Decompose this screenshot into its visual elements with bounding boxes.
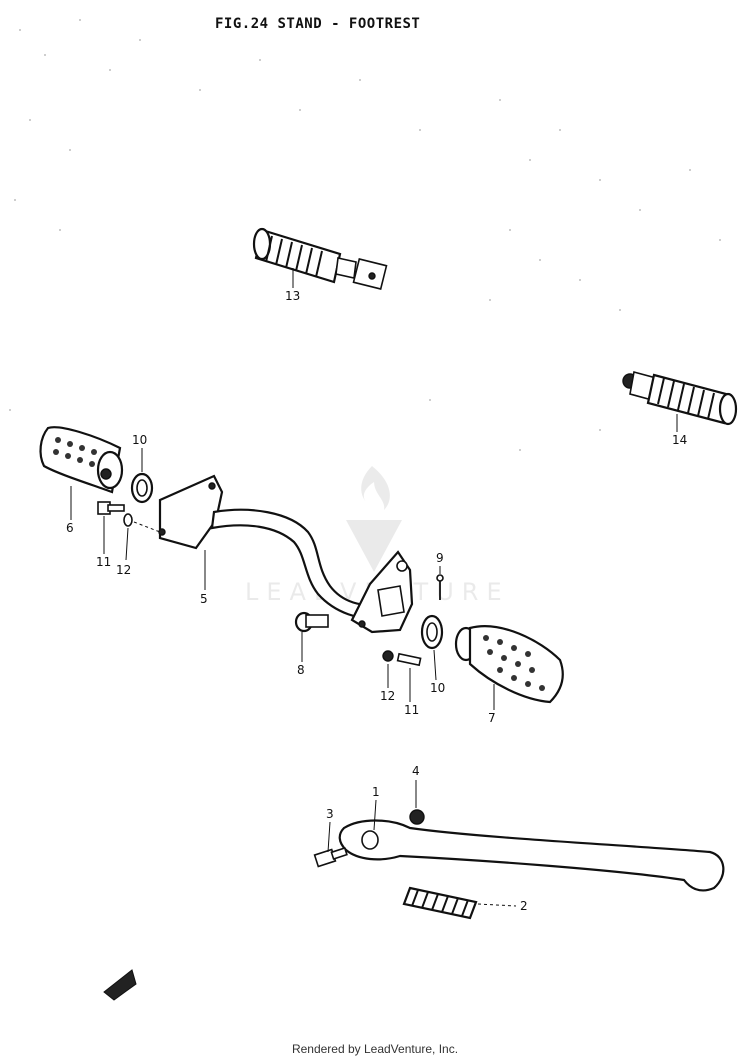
diagram-title: FIG.24 STAND - FOOTREST	[215, 16, 420, 32]
callout-13: 13	[285, 289, 300, 303]
front-footrest-right	[454, 625, 564, 704]
lock-washer-right	[382, 650, 394, 662]
callout-4: 4	[412, 764, 420, 778]
callout-10-left: 10	[132, 433, 147, 447]
callout-5: 5	[200, 592, 208, 606]
side-stand	[338, 819, 725, 892]
callout-12-right: 12	[380, 689, 395, 703]
front-arrow-icon	[103, 969, 137, 1001]
nut	[409, 809, 425, 825]
callout-1: 1	[372, 785, 380, 799]
spring	[402, 886, 478, 920]
callout-3: 3	[326, 807, 334, 821]
callout-2: 2	[520, 899, 528, 913]
footer-credit: Rendered by LeadVenture, Inc.	[291, 1042, 459, 1056]
callout-11-right: 11	[404, 703, 419, 717]
cotter-pin	[436, 574, 444, 600]
rear-footrest-right	[622, 370, 738, 426]
callout-10-right: 10	[430, 681, 445, 695]
washer-left	[130, 472, 154, 504]
callout-8: 8	[297, 663, 305, 677]
bolt-right	[396, 652, 422, 667]
front-footrest-left	[39, 426, 124, 494]
pin	[294, 611, 329, 633]
callout-12-left: 12	[116, 563, 131, 577]
callout-7: 7	[488, 711, 496, 725]
callout-11-left: 11	[96, 555, 111, 569]
rear-footrest-left	[252, 227, 388, 291]
callout-14: 14	[672, 433, 687, 447]
scan-texture	[9, 19, 721, 451]
footrest-bar	[158, 474, 414, 634]
bolt-left	[97, 501, 125, 515]
washer-right	[420, 614, 444, 650]
stand-bolt	[313, 846, 348, 868]
callout-9: 9	[436, 551, 444, 565]
callout-6: 6	[66, 521, 74, 535]
lock-washer-left	[123, 513, 133, 527]
